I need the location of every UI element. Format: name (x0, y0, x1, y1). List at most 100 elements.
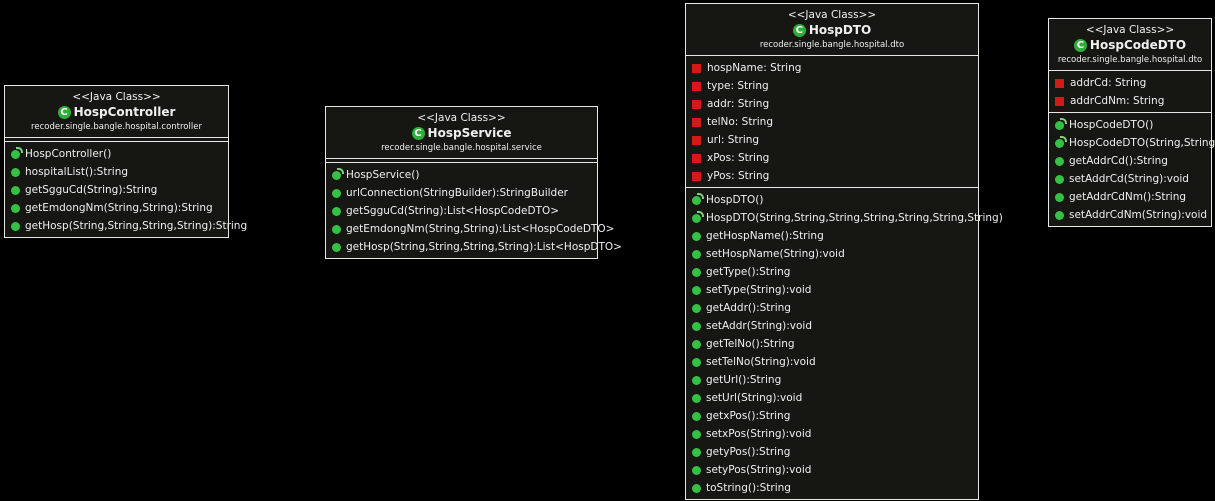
field-row[interactable]: addrCdNm: String (1049, 92, 1211, 110)
method-text: HospService() (346, 169, 420, 181)
method-row[interactable]: getHosp(String,String,String,String):Lis… (326, 238, 622, 256)
public-method-icon (692, 411, 701, 421)
field-row[interactable]: hospName: String (686, 59, 978, 77)
class-name: HospCodeDTO (1089, 38, 1187, 52)
method-row[interactable]: getEmdongNm(String,String):List<HospCode… (326, 220, 614, 238)
method-row[interactable]: getSgguCd(String):String (5, 181, 228, 199)
method-row[interactable]: getAddrCdNm():String (1049, 188, 1211, 206)
method-row[interactable]: getEmdongNm(String,String):String (5, 199, 228, 217)
method-row[interactable]: setType(String):void (686, 281, 978, 299)
public-method-icon (1055, 192, 1064, 202)
class-icon: C (792, 24, 806, 37)
method-row[interactable]: setAddrCd(String):void (1049, 170, 1211, 188)
method-text: setAddr(String):void (706, 320, 812, 332)
method-row[interactable]: getSgguCd(String):List<HospCodeDTO> (326, 202, 597, 220)
field-text: telNo: String (707, 116, 773, 128)
methods-section: HospDTO()HospDTO(String,String,String,St… (686, 188, 1003, 499)
method-text: setHospName(String):void (706, 248, 845, 260)
private-field-icon (692, 81, 701, 91)
field-text: hospName: String (707, 62, 802, 74)
field-row[interactable]: telNo: String (686, 113, 978, 131)
method-text: getHospName():String (706, 230, 824, 242)
method-text: setType(String):void (706, 284, 812, 296)
class-name: HospDTO (808, 23, 872, 37)
constructor-row[interactable]: HospCodeDTO(String,String) (1049, 134, 1215, 152)
constructor-icon (692, 210, 704, 223)
private-field-icon (692, 99, 701, 109)
method-row[interactable]: setAddr(String):void (686, 317, 978, 335)
public-method-icon (692, 393, 701, 403)
class-package: recoder.single.bangle.hospital.dto (1057, 55, 1203, 65)
public-method-icon (11, 221, 20, 231)
method-row[interactable]: getyPos():String (686, 443, 978, 461)
public-method-icon (1055, 174, 1064, 184)
public-method-icon (692, 321, 701, 331)
constructor-icon (1055, 117, 1067, 130)
public-method-icon (332, 242, 341, 252)
method-row[interactable]: setTelNo(String):void (686, 353, 978, 371)
class-name: HospController (73, 105, 176, 119)
private-field-icon (692, 63, 701, 73)
field-row[interactable]: type: String (686, 77, 978, 95)
method-text: getyPos():String (706, 446, 791, 458)
private-field-icon (692, 171, 701, 181)
field-row[interactable]: addrCd: String (1049, 74, 1211, 92)
field-row[interactable]: addr: String (686, 95, 978, 113)
method-row[interactable]: getHospName():String (686, 227, 978, 245)
constructor-icon (332, 167, 344, 180)
method-row[interactable]: hospitalList():String (5, 163, 228, 181)
method-row[interactable]: setyPos(String):void (686, 461, 978, 479)
constructor-row[interactable]: HospCodeDTO() (1049, 116, 1211, 134)
class-icon: C (411, 127, 425, 140)
method-row[interactable]: getType():String (686, 263, 978, 281)
method-row[interactable]: getAddrCd():String (1049, 152, 1211, 170)
field-row[interactable]: url: String (686, 131, 978, 149)
public-method-icon (11, 185, 20, 195)
method-text: setAddrCd(String):void (1069, 173, 1189, 185)
method-row[interactable]: setAddrCdNm(String):void (1049, 206, 1211, 224)
constructor-row[interactable]: HospDTO(String,String,String,String,Stri… (686, 209, 1003, 227)
field-text: url: String (707, 134, 760, 146)
methods-section: HospService() urlConnection(StringBuilder… (326, 163, 622, 258)
public-method-icon (692, 357, 701, 367)
field-text: yPos: String (707, 170, 770, 182)
constructor-row[interactable]: HospService() (326, 166, 597, 184)
constructor-icon (11, 146, 23, 159)
method-text: getAddr():String (706, 302, 791, 314)
method-row[interactable]: getxPos():String (686, 407, 978, 425)
field-text: xPos: String (707, 152, 770, 164)
class-package: recoder.single.bangle.hospital.dto (759, 40, 905, 50)
field-row[interactable]: yPos: String (686, 167, 978, 185)
method-row[interactable]: setHospName(String):void (686, 245, 978, 263)
method-text: getEmdongNm(String,String):List<HospCode… (346, 223, 615, 235)
public-method-icon (332, 224, 341, 234)
public-method-icon (692, 447, 701, 457)
constructor-row[interactable]: HospController() (5, 145, 228, 163)
method-row[interactable]: getUrl():String (686, 371, 978, 389)
method-row[interactable]: setUrl(String):void (686, 389, 978, 407)
public-method-icon (1055, 156, 1064, 166)
constructor-row[interactable]: HospDTO() (686, 191, 978, 209)
method-text: getTelNo():String (706, 338, 795, 350)
private-field-icon (1055, 96, 1064, 106)
method-text: getxPos():String (706, 410, 791, 422)
method-row[interactable]: setxPos(String):void (686, 425, 978, 443)
method-row[interactable]: getTelNo():String (686, 335, 978, 353)
method-text: getUrl():String (706, 374, 782, 386)
field-text: type: String (707, 80, 769, 92)
field-row[interactable]: xPos: String (686, 149, 978, 167)
fields-section-empty (326, 159, 597, 163)
method-row[interactable]: getAddr():String (686, 299, 978, 317)
method-row[interactable]: toString():String (686, 479, 978, 497)
private-field-icon (1055, 78, 1064, 88)
method-text: setxPos(String):void (706, 428, 812, 440)
method-row[interactable]: getHosp(String,String,String,String):Str… (5, 217, 247, 235)
method-row[interactable]: urlConnection(StringBuilder):StringBuild… (326, 184, 597, 202)
